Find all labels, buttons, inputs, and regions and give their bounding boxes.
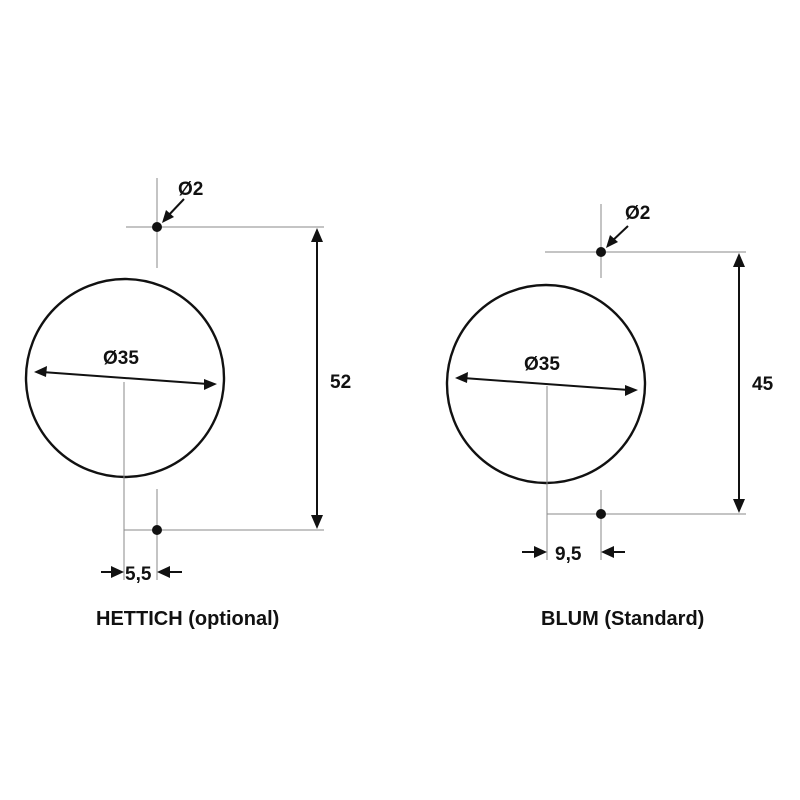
hettich-bottom-hole xyxy=(152,525,162,535)
blum-diameter-arrow-left xyxy=(455,372,468,383)
hettich-cup-diameter-label: Ø35 xyxy=(103,348,139,369)
blum-caption: BLUM (Standard) xyxy=(541,608,704,630)
blum-vertical-distance-label: 45 xyxy=(752,374,774,395)
blum-horizontal-offset-label: 9,5 xyxy=(555,544,582,565)
blum-vertical-arrow-top xyxy=(733,253,745,267)
hettich-cup-circle xyxy=(24,277,226,479)
blum-diagram: Ø35 Ø2 45 9,5 BLUM (Standard) xyxy=(445,203,774,630)
hettich-vertical-arrow-bottom xyxy=(311,515,323,529)
blum-hole-diameter-label: Ø2 xyxy=(625,203,650,224)
hettich-diagram: Ø35 Ø2 52 5,5 HETTICH (optional) xyxy=(24,178,351,630)
blum-vertical-arrow-bottom xyxy=(733,499,745,513)
hettich-diameter-arrow-right xyxy=(204,379,217,390)
hettich-horizontal-offset-label: 5,5 xyxy=(125,564,152,585)
hettich-hole-diameter-label: Ø2 xyxy=(178,179,203,200)
hettich-top-hole xyxy=(152,222,162,232)
hettich-vertical-arrow-top xyxy=(311,228,323,242)
blum-diameter-arrow-right xyxy=(625,385,638,396)
hettich-vertical-distance-label: 52 xyxy=(330,372,351,393)
blum-top-hole xyxy=(596,247,606,257)
hettich-caption: HETTICH (optional) xyxy=(96,608,279,630)
blum-cup-circle xyxy=(445,283,647,485)
hettich-diameter-arrow-left xyxy=(34,366,47,377)
blum-cup-diameter-label: Ø35 xyxy=(524,354,560,375)
hettich-hole-arrow xyxy=(162,210,174,223)
blum-bottom-hole xyxy=(596,509,606,519)
blum-hole-arrow xyxy=(606,235,618,248)
